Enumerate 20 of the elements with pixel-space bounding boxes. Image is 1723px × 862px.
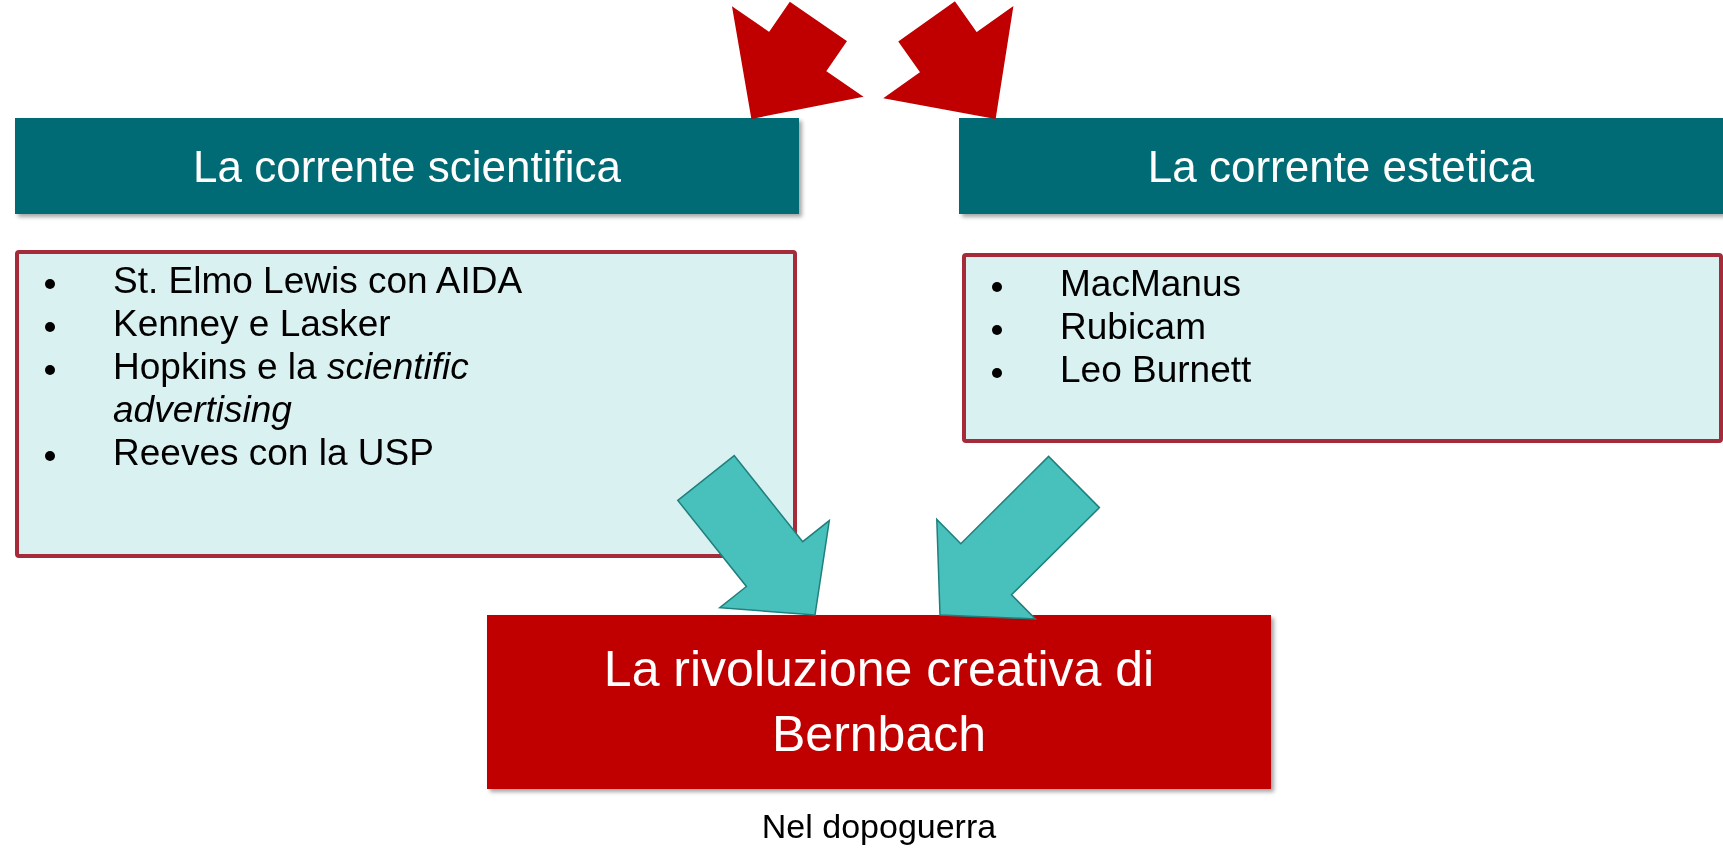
result-box bbox=[487, 615, 1271, 789]
heading-banner bbox=[959, 118, 1723, 214]
note-text: Nel dopoguerra bbox=[760, 806, 998, 847]
heading-text: La corrente scientifica bbox=[193, 140, 621, 193]
block-arrow bbox=[676, 454, 831, 616]
block-arrow bbox=[883, 1, 1014, 119]
list-panel bbox=[15, 250, 797, 558]
heading-text: La corrente estetica bbox=[1147, 140, 1535, 193]
bullet-item: Kenney e Lasker bbox=[35, 302, 785, 346]
block-arrow bbox=[936, 455, 1101, 620]
bullet-item: MacManus bbox=[982, 263, 1711, 306]
list-panel bbox=[962, 253, 1723, 443]
bullet-item: Leo Burnett bbox=[982, 348, 1711, 392]
bullet-item: Reeves con la USP bbox=[35, 431, 785, 475]
bullet-item: Rubicam bbox=[982, 305, 1711, 349]
bullet-item: St. Elmo Lewis con AIDA bbox=[35, 260, 785, 303]
block-arrow bbox=[731, 1, 864, 119]
bullet-item: Hopkins e la scientific advertising bbox=[35, 345, 785, 432]
heading-banner bbox=[15, 118, 799, 214]
result-text: La rivoluzione creativa di Bernbach bbox=[602, 640, 1156, 764]
